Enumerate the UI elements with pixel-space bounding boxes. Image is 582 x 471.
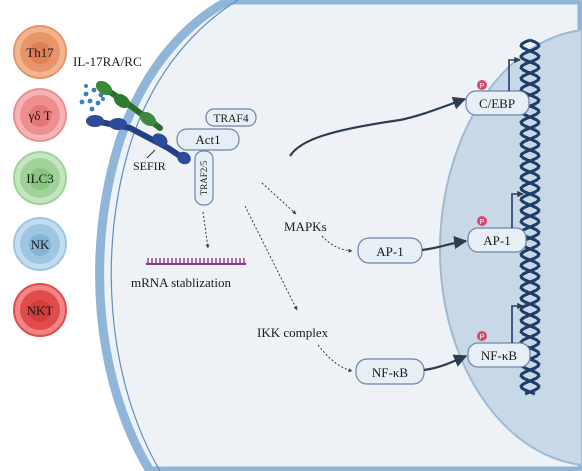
ap1-box <box>357 237 423 264</box>
traf4-label: TRAF4 <box>213 113 248 125</box>
receptor-label: IL-17RA/RC <box>73 54 142 69</box>
cell-ilc3: ILC3 <box>13 151 67 205</box>
arrow-ikk-nfkb <box>317 344 353 373</box>
nfkb-label: NF-κB <box>372 365 408 380</box>
mrna-label: mRNA stablization <box>131 275 232 290</box>
traf25-box <box>194 150 214 206</box>
sefir-label: SEFIR <box>133 159 166 173</box>
cell-th17: Th17 <box>13 25 67 79</box>
arrow-to-cebp <box>289 96 467 157</box>
nuclear-cebp-box <box>465 90 530 116</box>
arrow-nfkb-nucleus <box>423 354 468 372</box>
svg-text:P: P <box>480 83 485 90</box>
arrow-to-ikk <box>244 205 298 311</box>
cell-γδt: γδ T <box>13 88 67 142</box>
receptor-il17ra <box>95 80 163 131</box>
ikk-label: IKK complex <box>257 325 329 340</box>
nfkb-box <box>355 358 425 385</box>
arrow-mapks-ap1 <box>321 235 353 253</box>
mrna-strand <box>146 258 246 265</box>
svg-text:P: P <box>480 334 485 341</box>
transcription-arrows <box>508 56 524 343</box>
nuclear-nfkb-box <box>467 342 531 368</box>
cell-label: NK <box>31 237 50 252</box>
cell-nk: NK <box>13 217 67 271</box>
nuclear-nfkb-label: NF-κB <box>481 348 517 363</box>
cell-label: γδ T <box>27 108 51 123</box>
phospho-cebp: P <box>477 80 487 90</box>
cell-label: Th17 <box>26 45 54 60</box>
nuclear-cebp-label: C/EBP <box>479 96 515 111</box>
cell-label: ILC3 <box>26 171 53 186</box>
act1-label: Act1 <box>195 132 220 147</box>
ap1-label: AP-1 <box>376 244 403 259</box>
nuclear-ap1-box <box>467 227 527 253</box>
cell-membrane-inner <box>110 0 239 471</box>
act1-box <box>176 128 240 151</box>
mapks-label: MAPKs <box>284 219 327 234</box>
phospho-nfkb: P <box>477 331 487 341</box>
phospho-ap1: P <box>477 216 487 226</box>
arrow-ap1-nucleus <box>421 235 468 252</box>
traf25-label: TRAF2/5 <box>199 160 209 195</box>
receptor-il17rc <box>86 115 191 165</box>
cell-nkt: NKT <box>13 283 67 337</box>
traf4-box <box>205 108 257 127</box>
svg-text:P: P <box>480 219 485 226</box>
nuclear-ap1-label: AP-1 <box>483 233 510 248</box>
cell-label: NKT <box>27 303 54 318</box>
